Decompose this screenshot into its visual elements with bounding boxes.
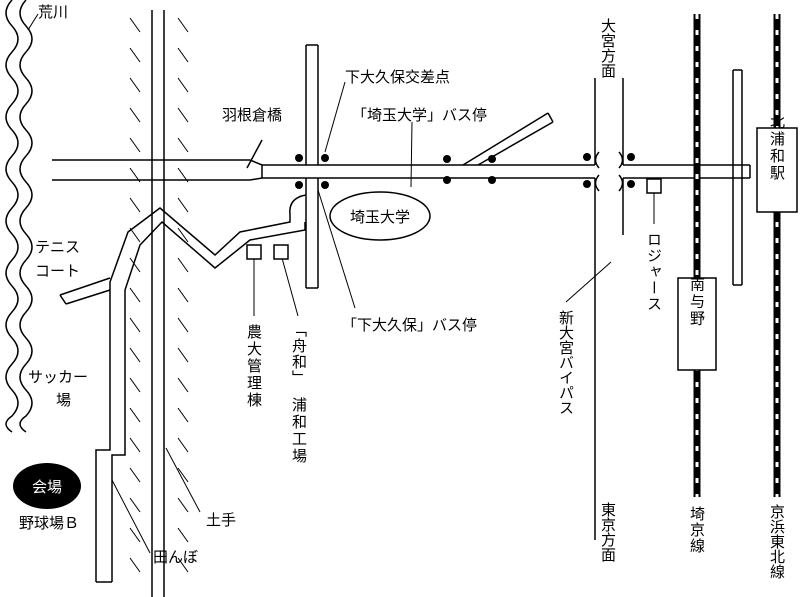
tennis-court-label-line2: コート: [35, 262, 80, 280]
omiya-direction-label: 大宮方面: [599, 18, 617, 78]
tokyo-direction-label: 東京方面: [599, 502, 617, 562]
kita-urawa-side-road: [732, 69, 743, 286]
funawa-factory-label-rest: 浦和工場: [290, 397, 308, 465]
venue-label: 会場: [32, 478, 62, 496]
rogers-label: ロジャース: [645, 232, 663, 312]
saitama-univ-bus-stop-label: 「埼玉大学」バス停: [352, 106, 487, 124]
bus-stop-markers: [295, 153, 635, 189]
rogers-store-marker: [646, 178, 662, 194]
haneguramashi-label: 羽根倉橋: [222, 106, 282, 124]
arakawa-label: 荒川: [38, 3, 68, 21]
venue-marker: 会場: [13, 463, 81, 509]
saitama-university: 埼玉大学: [329, 191, 431, 241]
keihin-tohoku-line-label: 京浜東北線: [768, 504, 786, 579]
baseball-field-label: 野球場Ｂ: [19, 514, 79, 532]
leader-lines: [27, 13, 655, 554]
shimookubo-cross-road: [289, 44, 319, 289]
saikyo-line-label: 埼京線: [688, 506, 706, 554]
funawa-factory-marker: [273, 244, 289, 260]
embankment-road: [151, 10, 165, 597]
minami-yono-station: 南与野: [677, 277, 717, 371]
kita-urawa-station: 北浦和駅: [756, 114, 798, 213]
small-buildings: [246, 178, 662, 260]
kita-urawa-label: 北浦和駅: [768, 114, 786, 182]
minami-yono-label: 南与野: [688, 277, 706, 328]
nodai-building-label: 農大管理棟: [245, 324, 263, 409]
arakawa-river: [5, 0, 33, 433]
main-road: [52, 139, 751, 181]
shin-omiya-bypass: [594, 78, 624, 540]
rice-field-label: 田んぼ: [153, 548, 198, 566]
funawa-factory-label-bracket: 「舟和」: [290, 322, 308, 386]
railway-lines: [693, 14, 781, 497]
soccer-field-label-line2: 場: [56, 391, 71, 409]
embankment-label: 土手: [206, 511, 236, 529]
nodai-building-marker: [246, 244, 262, 260]
shimookubo-intersection-label: 下大久保交差点: [345, 68, 450, 86]
soccer-field-label-line1: サッカー: [28, 368, 88, 386]
shin-omiya-bypass-label: 新大宮バイパス: [557, 310, 575, 415]
embankment-hatching: [129, 17, 189, 573]
tennis-court-label-line1: テニス: [35, 238, 80, 256]
venue-access-road: [59, 207, 306, 583]
saitama-univ-label: 埼玉大学: [350, 208, 410, 226]
shimookubo-bus-stop-label: 「下大久保」バス停: [342, 316, 477, 334]
